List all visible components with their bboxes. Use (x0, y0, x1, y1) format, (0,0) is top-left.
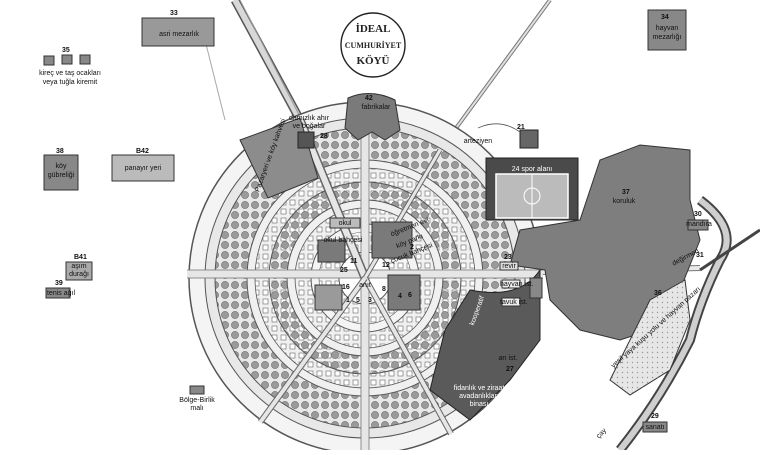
label-anit: anıt (359, 282, 371, 289)
label-34-text1: hayvan (655, 25, 679, 32)
label-n3: 3 (368, 297, 372, 304)
logo-line3: KÖYÜ (357, 54, 390, 67)
label-31-num: 31 (696, 252, 704, 259)
label-n11: 11 (350, 258, 358, 265)
label-34-num: 34 (661, 14, 669, 21)
label-hayvan-ist: hayvan ist. (500, 281, 534, 288)
logo-line2: CUMHURİYET (345, 40, 402, 50)
label-37-num: 37 (622, 189, 630, 196)
label-b42-num: B42 (136, 148, 149, 155)
fabrikalar-area (344, 93, 401, 141)
box-23 (499, 261, 519, 271)
label-n27: 27 (506, 366, 514, 373)
label-38-text1: köy (55, 163, 67, 170)
label-okul-bahce: okul bahçesi (323, 237, 363, 244)
box-38 (43, 154, 79, 191)
label-b41-text2: durağı (69, 271, 89, 278)
box-34 (647, 9, 687, 51)
label-n1: 1 (346, 297, 350, 304)
label-33-num: 33 (170, 10, 178, 17)
box-35b (61, 54, 73, 65)
label-n12: 12 (382, 262, 390, 269)
label-b42-text: panayır yeri (124, 165, 162, 172)
label-tavuk-ist: tavuk ist. (500, 299, 528, 306)
label-30-text: mandıra (686, 221, 712, 228)
label-damizlik-text1: damızlık ahır (288, 115, 330, 122)
label-39-num: 39 (55, 280, 63, 287)
box-35c (79, 54, 91, 65)
label-42-text: fabrikalar (361, 104, 391, 111)
label-fidanlik-text2: avadanlıkları (459, 393, 499, 400)
box-30 (687, 219, 709, 231)
label-fidanlik-text1: fidanlık ve ziraat (453, 385, 505, 392)
label-arteziyen: arteziyen (463, 138, 493, 145)
label-38-num: 38 (56, 148, 64, 155)
label-23-num: 23 (504, 254, 512, 261)
center-blocks (314, 217, 421, 311)
village-logo: İDEAL CUMHURİYET KÖYÜ (338, 10, 408, 80)
box-33 (141, 17, 215, 47)
label-fidanlik-text3: binası (469, 401, 489, 408)
label-38-text2: gübreliği (47, 172, 75, 179)
label-b41-text1: aşım (71, 263, 87, 270)
label-bolge-text2: malı (190, 405, 204, 412)
box-b41 (65, 261, 93, 281)
label-okul: okul (338, 220, 352, 227)
label-42-num: 42 (365, 95, 373, 102)
label-33-text: asri mezarlık (159, 31, 199, 38)
label-n8: 8 (382, 286, 386, 293)
logo-line1: İDEAL (356, 23, 391, 35)
label-ari-ist: arı ist. (498, 355, 518, 362)
label-b41-num: B41 (74, 254, 87, 261)
label-29-num: 29 (651, 413, 659, 420)
label-39-text: tenis ağıl (46, 290, 76, 297)
box-bolge (189, 385, 205, 395)
label-n25: 25 (340, 267, 348, 274)
label-spor: 24 spor alanı (511, 166, 553, 173)
label-n6: 6 (408, 292, 412, 299)
box-b42 (111, 154, 175, 182)
box-35a (43, 55, 55, 66)
label-n2: 2 (410, 244, 414, 251)
label-bolge-text1: Bölge-Birlik (179, 397, 215, 404)
label-damizlik-text2: ve boğalar (292, 123, 326, 130)
label-35-num: 35 (62, 47, 70, 54)
label-35-text1: kireç ve taş ocakları (39, 70, 101, 77)
label-23-text: revir (502, 263, 516, 270)
box-21 (519, 129, 539, 149)
ahir-building (297, 131, 315, 149)
label-37-text: koruluk (612, 198, 636, 205)
label-n4: 4 (398, 293, 402, 300)
sports-field (485, 157, 579, 221)
label-35-text2: veya tuğla kiremit (42, 79, 98, 86)
label-30-num: 30 (694, 211, 702, 218)
box-39 (45, 287, 71, 299)
label-34-text2: mezarlığı (652, 34, 682, 41)
label-21-num: 21 (517, 124, 525, 131)
label-29-text: sanatı (645, 424, 665, 431)
label-28-num: 28 (320, 133, 328, 140)
label-36-num: 36 (654, 290, 662, 297)
box-29 (642, 421, 668, 433)
label-n16: 16 (342, 284, 350, 291)
label-n5: 5 (356, 297, 360, 304)
